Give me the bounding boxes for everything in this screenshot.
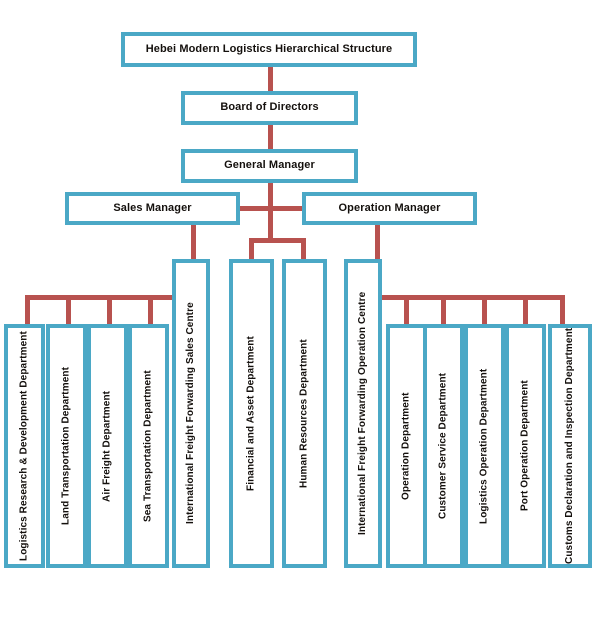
connector-operation-dept-stub-2 — [441, 295, 446, 325]
node-operation-department-label: Operation Department — [400, 392, 412, 500]
node-land-transportation-department-label: Land Transportation Department — [60, 367, 72, 526]
connector-operation-branch-bus — [376, 295, 563, 300]
node-sales-manager[interactable]: Sales Manager — [65, 192, 240, 225]
connector-operation-dept-stub-4 — [523, 295, 528, 325]
node-customer-service-department-label: Customer Service Department — [437, 372, 449, 520]
connector-operation-manager-stub — [375, 224, 380, 262]
node-customs-declaration-and-inspection-department[interactable]: Customs Declaration and Inspection Depar… — [548, 324, 592, 568]
node-human-resources-department-label: Human Resources Department — [298, 339, 310, 488]
node-general-manager-label: General Manager — [224, 159, 315, 172]
node-sea-transportation-department-label: Sea Transportation Department — [142, 370, 154, 522]
node-air-freight-department-label: Air Freight Department — [101, 390, 113, 502]
node-sales-manager-label: Sales Manager — [113, 201, 192, 214]
connector-financial-stub — [249, 238, 254, 262]
node-logistics-research-development-department-label: Logistics Research & Development Departm… — [18, 331, 30, 561]
connector-title-to-board — [268, 66, 273, 94]
node-logistics-operation-department[interactable]: Logistics Operation Department — [464, 324, 505, 568]
node-air-freight-department[interactable]: Air Freight Department — [87, 324, 128, 568]
node-international-freight-forwarding-sales-centre[interactable]: International Freight Forwarding Sales C… — [172, 259, 210, 568]
connector-sales-manager-stub — [191, 224, 196, 262]
node-customer-service-department[interactable]: Customer Service Department — [423, 324, 464, 568]
connector-gm-mid-bus — [249, 238, 306, 243]
connector-board-to-gm — [268, 124, 273, 152]
node-port-operation-department-label: Port Operation Department — [519, 380, 531, 512]
node-general-manager[interactable]: General Manager — [181, 149, 358, 183]
node-international-freight-forwarding-sales-centre-label: International Freight Forwarding Sales C… — [184, 302, 196, 525]
node-logistics-research-development-department[interactable]: Logistics Research & Development Departm… — [4, 324, 45, 568]
node-customs-declaration-and-inspection-department-label: Customs Declaration and Inspection Depar… — [563, 327, 575, 565]
node-title[interactable]: Hebei Modern Logistics Hierarchical Stru… — [121, 32, 417, 67]
connector-sales-dept-stub-2 — [66, 295, 71, 325]
connector-operation-dept-stub-5 — [560, 295, 565, 325]
node-operation-manager-label: Operation Manager — [338, 201, 441, 214]
node-international-freight-forwarding-operation-centre-label: International Freight Forwarding Operati… — [356, 291, 368, 536]
connector-operation-dept-stub-1 — [404, 295, 409, 325]
node-international-freight-forwarding-operation-centre[interactable]: International Freight Forwarding Operati… — [344, 259, 382, 568]
node-board-of-directors[interactable]: Board of Directors — [181, 91, 358, 125]
connector-sales-dept-stub-4 — [148, 295, 153, 325]
connector-sales-dept-stub-1 — [25, 295, 30, 325]
connector-operation-dept-stub-3 — [482, 295, 487, 325]
node-operation-department[interactable]: Operation Department — [386, 324, 427, 568]
node-port-operation-department[interactable]: Port Operation Department — [505, 324, 546, 568]
connector-manager-row-bus — [238, 206, 303, 211]
node-board-of-directors-label: Board of Directors — [220, 101, 319, 114]
node-human-resources-department[interactable]: Human Resources Department — [282, 259, 327, 568]
connector-sales-branch-bus — [25, 295, 183, 300]
connector-hr-stub — [301, 238, 306, 262]
node-financial-and-asset-department-label: Financial and Asset Department — [245, 336, 257, 491]
node-sea-transportation-department[interactable]: Sea Transportation Department — [128, 324, 169, 568]
node-operation-manager[interactable]: Operation Manager — [302, 192, 477, 225]
node-logistics-operation-department-label: Logistics Operation Department — [478, 368, 490, 524]
connector-gm-trunk — [268, 182, 273, 241]
node-financial-and-asset-department[interactable]: Financial and Asset Department — [229, 259, 274, 568]
node-title-label: Hebei Modern Logistics Hierarchical Stru… — [145, 42, 393, 55]
node-land-transportation-department[interactable]: Land Transportation Department — [46, 324, 87, 568]
connector-sales-dept-stub-3 — [107, 295, 112, 325]
